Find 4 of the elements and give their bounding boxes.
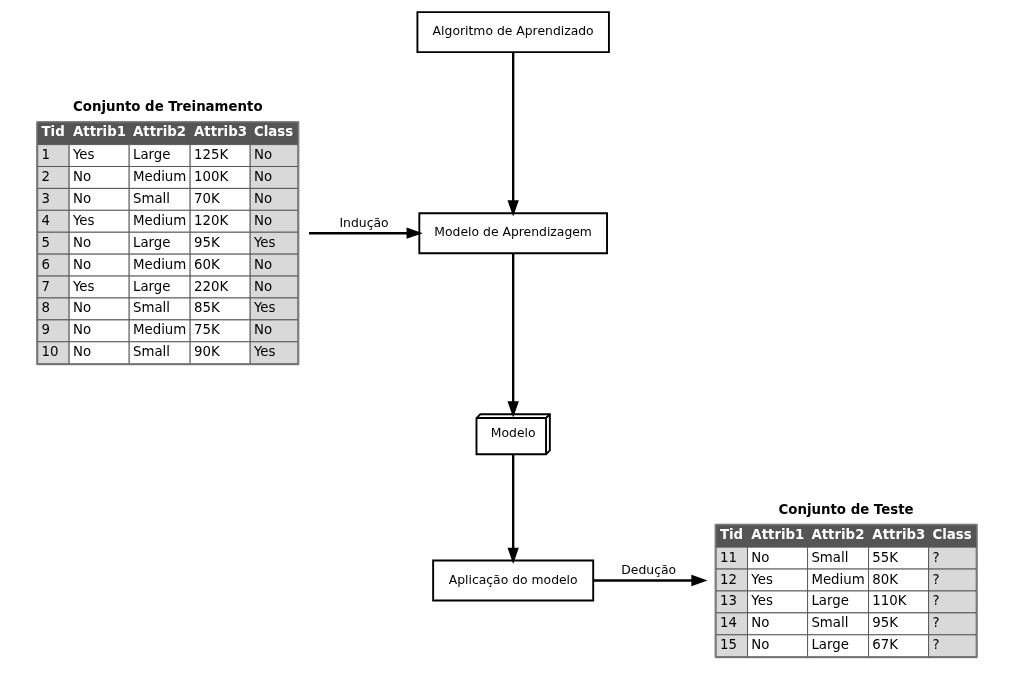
node-label: Conjunto de Teste: [778, 501, 914, 517]
edge-label: Indução: [339, 215, 389, 230]
node-label: Conjunto de Treinamento: [72, 99, 263, 115]
edge-label: Dedução: [621, 563, 677, 578]
